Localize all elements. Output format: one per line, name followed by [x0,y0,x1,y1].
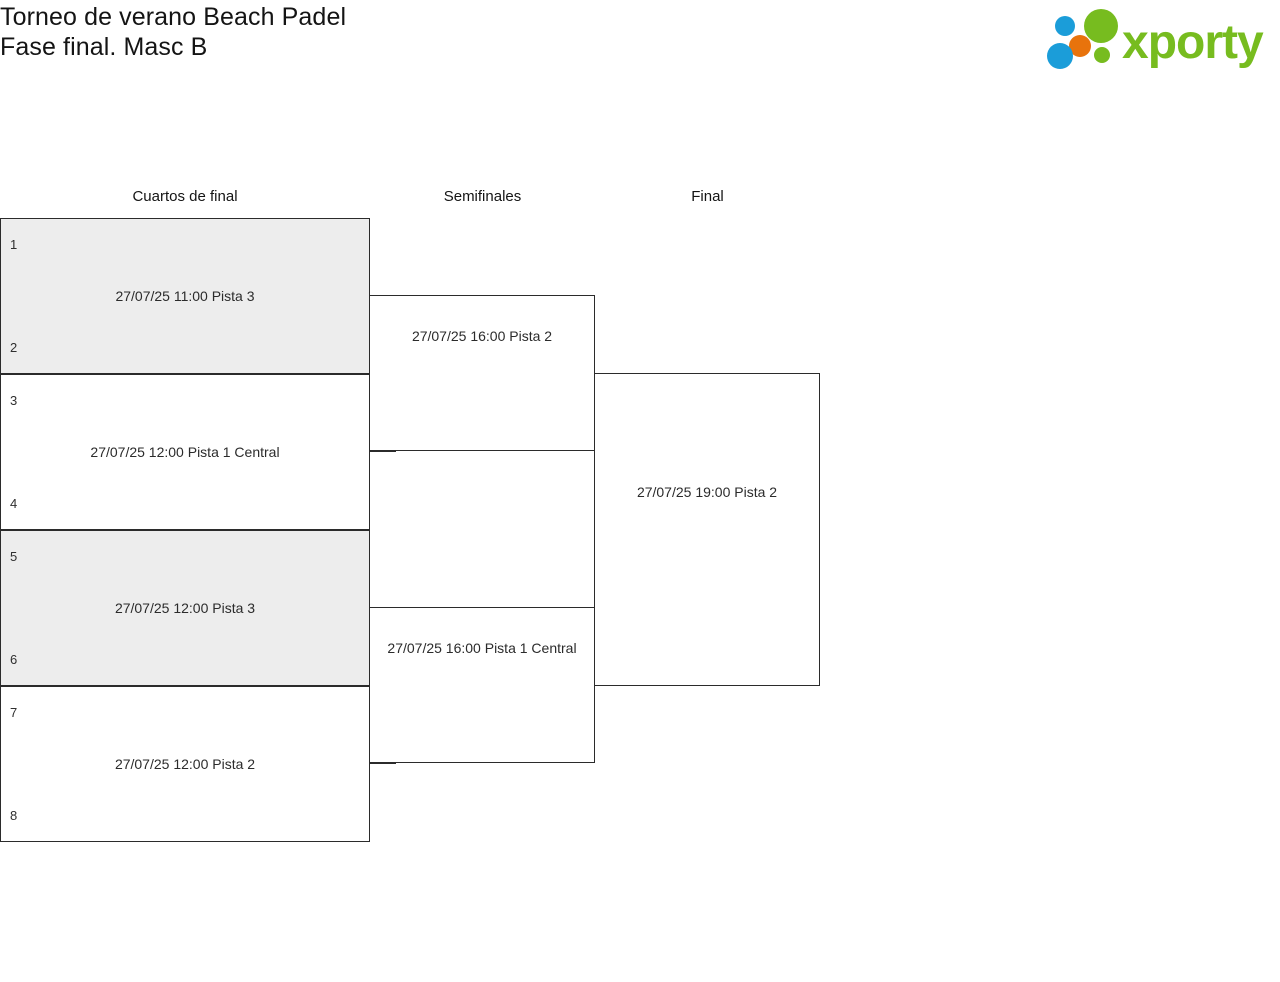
match-quarterfinal-4[interactable]: 7 27/07/25 12:00 Pista 2 8 [0,686,370,842]
page-header: Torneo de verano Beach Padel Fase final.… [0,0,1280,90]
round-header-semifinals: Semifinales [443,188,522,205]
seed-number: 7 [10,705,18,720]
match-info: 27/07/25 16:00 Pista 2 [411,328,553,344]
round-header-final: Final [691,188,724,205]
connector-sf2-final [595,685,621,686]
seed-number: 6 [10,652,18,667]
match-info: 27/07/25 12:00 Pista 1 Central [90,444,280,460]
match-quarterfinal-1[interactable]: 1 27/07/25 11:00 Pista 3 2 [0,218,370,374]
connector-qf4-sf2 [370,763,396,764]
seed-number: 2 [10,340,18,355]
connector-qf3-sf2 [370,607,396,608]
seed-number: 3 [10,393,18,408]
tournament-bracket: Cuartos de final Semifinales Final 1 27/… [0,90,1280,970]
match-semifinal-1[interactable]: 27/07/25 16:00 Pista 2 [369,295,595,451]
connector-qf1-sf1 [370,295,396,296]
round-header-quarterfinals: Cuartos de final [132,188,238,205]
match-info: 27/07/25 12:00 Pista 2 [114,756,256,772]
connector-qf2-sf1 [370,451,396,452]
match-info: 27/07/25 12:00 Pista 3 [114,600,256,616]
match-final[interactable]: 27/07/25 19:00 Pista 2 [594,373,820,686]
seed-number: 4 [10,496,18,511]
match-quarterfinal-3[interactable]: 5 27/07/25 12:00 Pista 3 6 [0,530,370,686]
match-info: 27/07/25 19:00 Pista 2 [636,484,778,500]
match-quarterfinal-2[interactable]: 3 27/07/25 12:00 Pista 1 Central 4 [0,374,370,530]
match-semifinal-2[interactable]: 27/07/25 16:00 Pista 1 Central [369,607,595,763]
page-title: Torneo de verano Beach Padel Fase final.… [0,3,347,61]
xporty-logo[interactable]: xporty [1042,8,1274,70]
match-info: 27/07/25 11:00 Pista 3 [115,288,255,304]
seed-number: 8 [10,808,18,823]
svg-text:xporty: xporty [1122,16,1264,69]
seed-number: 1 [10,237,18,252]
connector-sf1-final [595,373,621,374]
seed-number: 5 [10,549,18,564]
match-info: 27/07/25 16:00 Pista 1 Central [387,640,577,656]
